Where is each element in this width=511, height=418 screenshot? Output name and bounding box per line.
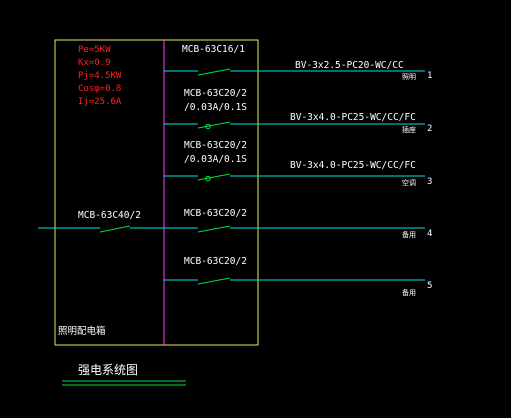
circuit-3-rating: /0.03A/0.1S [184, 154, 247, 165]
circuit-1: MCB-63C16/1 BV-3x2.5-PC20-WC/CC 照明 1 [164, 44, 432, 81]
circuit-2-cable: BV-3x4.0-PC25-WC/CC/FC [290, 112, 416, 123]
circuit-2-num: 2 [427, 124, 432, 134]
circuit-1-num: 1 [427, 71, 432, 81]
circuit-4-breaker: MCB-63C20/2 [184, 208, 247, 219]
circuit-1-breaker: MCB-63C16/1 [182, 44, 245, 55]
circuit-2-rcd-mark [205, 123, 211, 130]
param-kx: Kx=0.9 [78, 58, 111, 68]
circuit-2-use: 插座 [402, 125, 416, 134]
circuit-3-cable: BV-3x4.0-PC25-WC/CC/FC [290, 160, 416, 171]
circuit-2-switch [197, 121, 231, 129]
panel-name: 照明配电箱 [58, 325, 106, 337]
param-ij: Ij=25.6A [78, 97, 122, 107]
diagram-title: 强电系统图 [78, 363, 138, 377]
circuit-1-use: 照明 [402, 73, 416, 81]
param-pe: Pe=5KW [78, 45, 111, 55]
incoming-breaker-label: MCB-63C40/2 [78, 210, 141, 221]
incoming-switch [99, 225, 131, 233]
circuit-4-num: 4 [427, 229, 432, 239]
circuit-5-breaker: MCB-63C20/2 [184, 256, 247, 267]
circuit-5-num: 5 [427, 281, 432, 291]
circuit-3-switch [197, 173, 231, 181]
circuit-2-breaker: MCB-63C20/2 [184, 88, 247, 99]
circuit-1-switch [197, 68, 231, 76]
circuit-5-use: 备用 [402, 288, 416, 297]
circuit-2-rating: /0.03A/0.1S [184, 102, 247, 113]
circuit-4: MCB-63C20/2 备用 4 [164, 208, 432, 239]
circuit-5-switch [197, 277, 231, 285]
param-pj: Pj=4.5KW [78, 71, 122, 81]
circuit-5: MCB-63C20/2 备用 5 [164, 256, 432, 297]
circuit-3-use: 空调 [402, 178, 416, 187]
circuit-3-breaker: MCB-63C20/2 [184, 140, 247, 151]
circuit-3-rcd-mark [205, 175, 211, 182]
circuit-4-switch [197, 225, 231, 233]
circuit-3: MCB-63C20/2 /0.03A/0.1S BV-3x4.0-PC25-WC… [164, 140, 432, 187]
distribution-box [54, 39, 259, 346]
circuit-3-num: 3 [427, 177, 432, 187]
circuit-2: MCB-63C20/2 /0.03A/0.1S BV-3x4.0-PC25-WC… [164, 88, 432, 134]
circuit-4-use: 备用 [402, 230, 416, 239]
param-cos: Cosφ=0.8 [78, 84, 121, 94]
circuit-1-cable: BV-3x2.5-PC20-WC/CC [295, 60, 404, 71]
